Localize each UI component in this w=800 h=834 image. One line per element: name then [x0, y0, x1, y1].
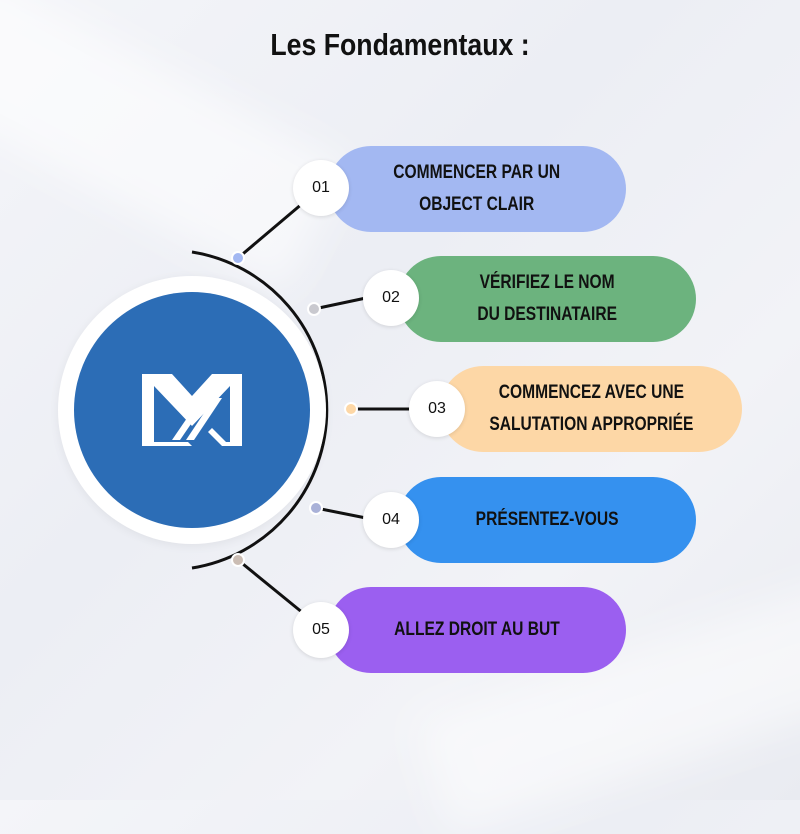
connector-arc [191, 250, 329, 570]
step-label-3: COMMENCEZ AVEC UNE SALUTATION APPROPRIÉE [488, 382, 694, 435]
step-label-5: ALLEZ DROIT AU BUT [394, 619, 560, 640]
step-number-1: 01 [293, 160, 349, 216]
connector-dot-3 [344, 402, 358, 416]
connector-diagram [191, 201, 412, 615]
step-pill-3: COMMENCEZ AVEC UNE SALUTATION APPROPRIÉE [440, 366, 742, 452]
step-pill-1: COMMENCER PAR UN OBJECT CLAIR [328, 146, 626, 232]
step-label-1: COMMENCER PAR UN OBJECT CLAIR [393, 162, 561, 215]
step-number-2: 02 [363, 270, 419, 326]
page-title: Les Fondamentaux : [270, 27, 530, 62]
connector-line-5 [237, 558, 304, 615]
connector-line-1 [237, 201, 304, 260]
connector-line-2 [313, 296, 367, 311]
connector-line-4 [315, 506, 367, 520]
connector-dot-1 [231, 251, 245, 265]
step-number-4: 04 [363, 492, 419, 548]
step-pill-4: PRÉSENTEZ-VOUS [398, 477, 696, 563]
step-pill-2: VÉRIFIEZ LE NOM DU DESTINATAIRE [398, 256, 696, 342]
step-label-4: PRÉSENTEZ-VOUS [475, 509, 619, 530]
step-number-3: 03 [409, 381, 465, 437]
envelope-logo-icon [142, 374, 242, 446]
connector-dot-4 [309, 501, 323, 515]
step-label-2: VÉRIFIEZ LE NOM DU DESTINATAIRE [477, 272, 617, 325]
connector-dot-5 [231, 553, 245, 567]
connector-dot-2 [307, 302, 321, 316]
hub-circle [74, 292, 310, 528]
step-pill-5: ALLEZ DROIT AU BUT [328, 587, 626, 673]
step-number-5: 05 [293, 602, 349, 658]
